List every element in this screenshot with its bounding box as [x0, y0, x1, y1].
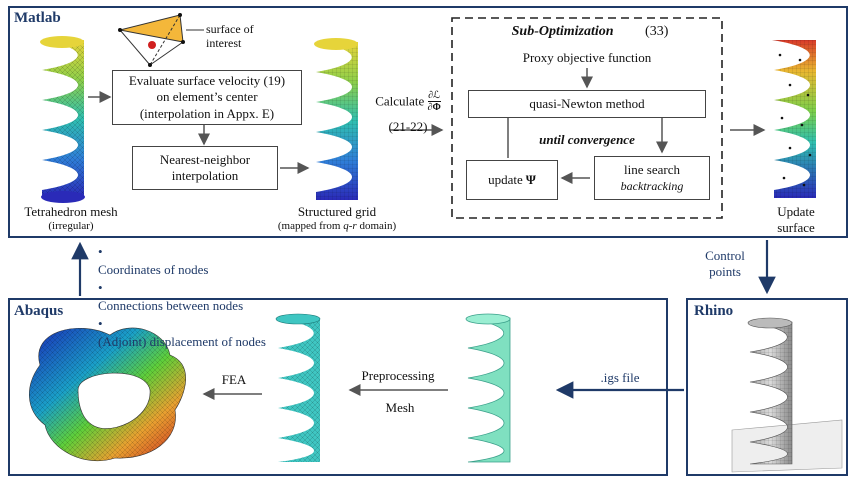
imported-spring-image — [465, 313, 511, 463]
structured-sub-prefix: (mapped from — [277, 219, 344, 232]
backtracking-text: backtracking — [620, 178, 684, 193]
until-convergence-text: until convergence — [539, 132, 635, 147]
structured-sub-suffix: domain) — [356, 219, 397, 232]
psi-symbol: Ψ — [525, 171, 536, 187]
nearest-neighbor-box: Nearest-neighbor interpolation — [132, 146, 278, 190]
update-psi-box: update Ψ — [466, 160, 558, 200]
bullet-text-connections: Connections between nodes — [98, 298, 244, 313]
preprocessing-label: Preprocessing — [361, 368, 435, 383]
surface-of-interest-label: surface of interest — [206, 22, 254, 51]
surface-triangle-icon — [118, 13, 204, 67]
structured-grid-label: Structured grid (mapped from q-r domain) — [252, 204, 422, 233]
evaluate-velocity-box: Evaluate surface velocity (19) on elemen… — [112, 70, 302, 125]
until-convergence-label: until convergence — [500, 132, 674, 148]
calculate-prefix: Calculate — [375, 93, 425, 109]
rhino-spring-image — [731, 317, 843, 473]
matlab-title: Matlab — [14, 10, 61, 26]
update-surface-label: Update surface — [777, 204, 815, 235]
calculate-gradient-label: Calculate ∂ℒ ∂Φ (21-22) — [360, 90, 456, 135]
suboptimization-eq-ref: (33) — [645, 24, 669, 39]
rhino-title: Rhino — [694, 303, 734, 319]
line-search-box: line search backtracking — [594, 156, 710, 200]
fraction-bottom: ∂Φ — [427, 102, 441, 113]
update-psi-prefix: update — [488, 171, 523, 187]
line-search-text: line search — [624, 162, 680, 178]
proxy-objective-label: Proxy objective function — [522, 50, 652, 65]
calculate-eq-ref: (21-22) — [388, 119, 428, 134]
structured-grid-sub: (mapped from q-r domain) — [252, 220, 422, 233]
fraction-top: ∂ℒ — [427, 90, 441, 102]
transferred-data-list: • Coordinates of nodes • Connections bet… — [98, 243, 266, 351]
tetrahedron-mesh-label: Tetrahedron mesh (irregular) — [6, 204, 136, 233]
control-points-label: Control points — [705, 248, 745, 279]
bullet-text-nodes: Coordinates of nodes — [98, 262, 209, 277]
tetrahedron-mesh-image — [40, 36, 85, 203]
updated-surface-image — [772, 40, 816, 198]
suboptimization-title-text: Sub-Optimization — [511, 24, 614, 39]
suboptimization-frame — [451, 17, 723, 219]
mesh-label: Mesh — [385, 400, 415, 415]
abaqus-title: Abaqus — [14, 303, 64, 319]
structured-grid-title: Structured grid — [297, 204, 377, 219]
suboptimization-title: Sub-Optimization (33) — [480, 24, 700, 41]
bullet-item: • Connections between nodes — [98, 279, 266, 315]
meshed-spring-image — [275, 313, 321, 462]
structured-sub-var: q-r — [343, 219, 357, 232]
igs-file-label: .igs file — [600, 370, 640, 385]
bullet-item: • Coordinates of nodes — [98, 243, 266, 279]
structured-grid-image — [314, 38, 358, 200]
bullet-text-displacement: (Adjoint) displacement of nodes — [98, 334, 266, 349]
tetrahedron-mesh-title: Tetrahedron mesh — [24, 204, 118, 219]
tetrahedron-mesh-sub: (irregular) — [48, 219, 94, 232]
fea-result-image — [29, 327, 186, 462]
gradient-fraction: ∂ℒ ∂Φ — [427, 90, 441, 113]
quasi-newton-box: quasi-Newton method — [468, 90, 706, 118]
bullet-item: • (Adjoint) displacement of nodes — [98, 316, 266, 349]
fea-label: FEA — [221, 372, 247, 387]
